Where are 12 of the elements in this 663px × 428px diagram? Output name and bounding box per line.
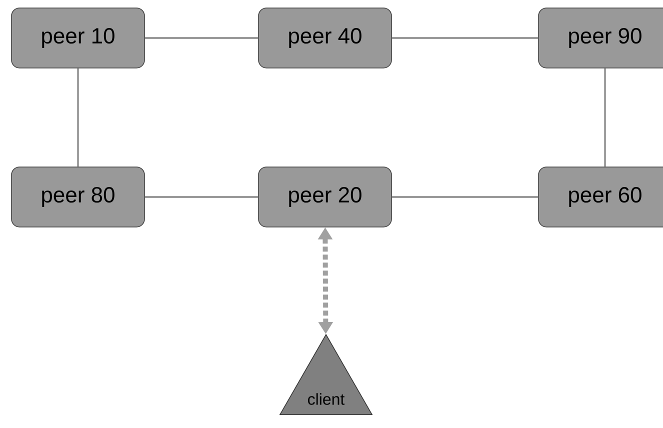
peer-box: peer 20 <box>258 166 392 228</box>
connector-line <box>392 37 538 39</box>
peer-box: peer 80 <box>11 166 145 228</box>
connector-line <box>144 37 258 39</box>
peer-box: peer 40 <box>258 8 392 68</box>
peer-box: peer 90 <box>538 8 663 68</box>
connector-line <box>77 68 79 167</box>
peer-box: peer 60 <box>538 166 663 228</box>
connector-line <box>144 196 258 198</box>
peer-box: peer 10 <box>11 8 145 68</box>
connector-line <box>604 68 606 167</box>
connector-line <box>392 196 538 198</box>
